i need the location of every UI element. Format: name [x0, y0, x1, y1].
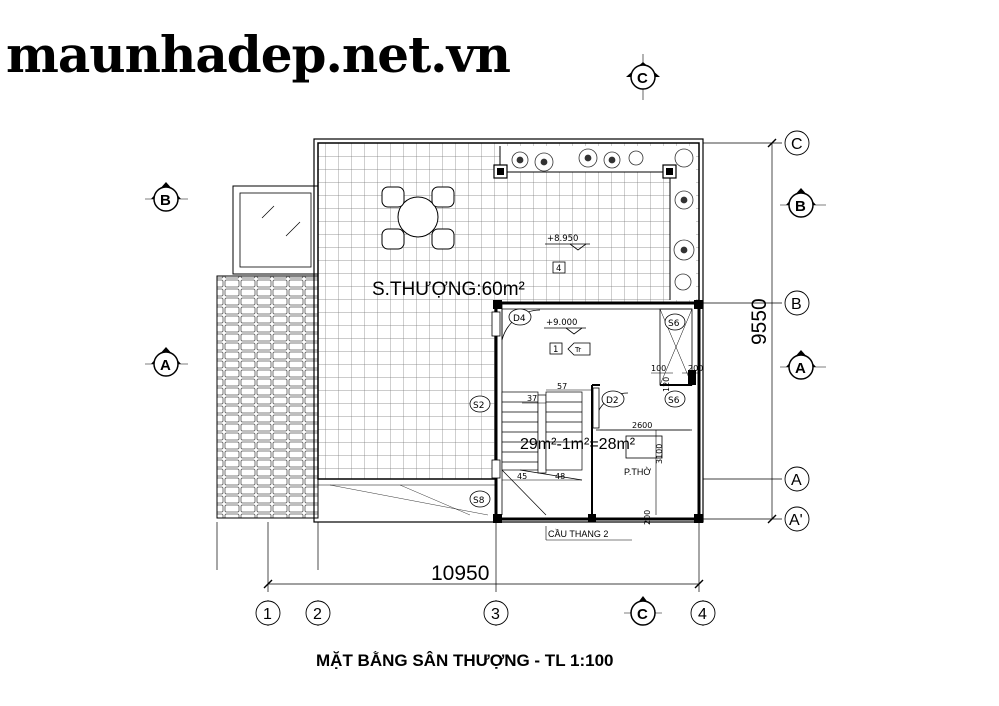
axis-bubble-row-a: A — [784, 466, 810, 492]
svg-text:1: 1 — [263, 606, 272, 623]
tag-s6a: S6 — [664, 313, 686, 331]
svg-text:1: 1 — [553, 345, 558, 355]
tag-s6b: S6 — [664, 390, 686, 408]
dim-100: 100 — [651, 364, 666, 373]
building-outline — [313, 138, 704, 523]
svg-text:3: 3 — [491, 606, 500, 623]
tag-s2: S2 — [469, 395, 491, 413]
tag-s8: S8 — [469, 490, 491, 508]
interior-dimension-lines — [502, 372, 699, 515]
brick-paved-strip — [216, 275, 319, 519]
level-text-stair: +9.000 — [546, 318, 577, 328]
dim-200-top: 200 — [688, 364, 703, 373]
level-marker-terrace: +8.950 — [545, 234, 590, 251]
svg-text:A: A — [791, 472, 802, 489]
section-mark-c-bottom: C — [624, 596, 662, 626]
stair-room-walls — [494, 301, 701, 522]
svg-text:D2: D2 — [606, 396, 619, 406]
column-posts — [493, 164, 677, 179]
dim-48: 48 — [555, 472, 565, 481]
axis-bubble-row-c: C — [784, 130, 810, 156]
section-mark-b-right: B — [780, 188, 826, 218]
tag-num1: 1 — [549, 342, 563, 355]
drawing-title: MẶT BẰNG SÂN THƯỢNG - TL 1:100 — [316, 651, 613, 670]
bottom-dimension-lines — [216, 522, 704, 592]
right-dimension-lines — [703, 138, 782, 524]
axis-bubble-2: 2 — [305, 600, 331, 626]
tag-tr: Tr — [567, 342, 591, 356]
dim-3100: 3100 — [655, 444, 664, 464]
plant-shrubs — [511, 148, 695, 291]
section-mark-b-left: B — [145, 182, 188, 212]
svg-text:C: C — [791, 136, 803, 153]
svg-text:B: B — [160, 192, 171, 209]
dim-45: 45 — [517, 472, 527, 481]
tag-num4: 4 — [552, 261, 566, 274]
stair-area-label: 29m²-1m²=28m² — [520, 436, 636, 453]
tag-d2: D2 — [601, 390, 625, 408]
axis-bubble-row-a-prime: A' — [784, 506, 810, 532]
svg-text:B: B — [791, 296, 802, 313]
stair-treads — [501, 391, 583, 516]
stair-name-label: CẦU THANG 2 — [548, 529, 608, 539]
watermark-text: maunhadep.net.vn — [6, 25, 511, 84]
svg-text:A: A — [160, 357, 171, 374]
total-width-dimension: 10950 — [431, 562, 489, 585]
dim-200-bottom: 200 — [643, 510, 652, 525]
svg-text:S6: S6 — [668, 319, 680, 329]
dim-120: 120 — [662, 377, 671, 392]
level-marker-stair: +9.000 — [544, 318, 586, 335]
table-and-chairs — [381, 186, 455, 250]
svg-text:2: 2 — [313, 606, 322, 623]
svg-text:S6: S6 — [668, 396, 680, 406]
svg-text:A: A — [795, 360, 806, 377]
svg-text:S2: S2 — [473, 401, 484, 411]
terrace-area-label: S.THƯỢNG:60m² — [372, 279, 525, 300]
altar-room-label: P.THỜ — [624, 467, 651, 477]
total-depth-dimension: 9550 — [748, 298, 771, 345]
dim-57: 57 — [557, 382, 567, 391]
tag-d4: D4 — [508, 308, 532, 326]
svg-text:C: C — [637, 606, 648, 623]
svg-text:4: 4 — [556, 264, 561, 274]
section-mark-c-top: C — [626, 54, 660, 100]
svg-text:D4: D4 — [513, 314, 526, 324]
section-mark-a-left: A — [145, 347, 188, 377]
svg-text:Tr: Tr — [574, 346, 581, 354]
svg-text:A': A' — [789, 512, 803, 529]
svg-text:S8: S8 — [473, 496, 485, 506]
axis-bubble-1: 1 — [255, 600, 281, 626]
svg-text:B: B — [795, 198, 806, 215]
dim-2600: 2600 — [632, 421, 652, 430]
axis-bubble-4: 4 — [690, 600, 716, 626]
axis-bubble-row-b: B — [784, 290, 810, 316]
axis-bubble-3: 3 — [483, 600, 509, 626]
svg-text:4: 4 — [698, 606, 707, 623]
svg-text:C: C — [637, 70, 648, 87]
dim-37: 37 — [527, 394, 537, 403]
door-swings — [491, 303, 629, 479]
level-text-terrace: +8.950 — [547, 234, 578, 244]
planter-box — [499, 146, 696, 300]
section-mark-a-right: A — [780, 350, 826, 380]
wall-columns — [493, 300, 703, 523]
skylight-panel — [232, 185, 319, 275]
